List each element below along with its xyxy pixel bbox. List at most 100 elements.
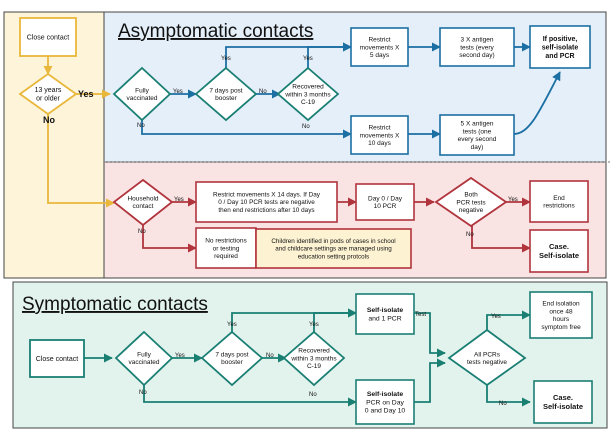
connectors-yellow	[43, 56, 115, 208]
label-line: movements X	[360, 132, 400, 139]
label-line: Case.	[553, 393, 573, 402]
close-contact-sym-label: Close contact	[36, 356, 78, 363]
edge-label-recovered-yes: Yes	[303, 56, 313, 62]
label-line: C-19	[307, 363, 321, 370]
no-restrictions-box	[195, 227, 257, 269]
label-line: Self-isolate	[367, 307, 403, 314]
label-line: booster	[215, 95, 238, 102]
edge-label-bothpcr-no: No	[466, 232, 474, 238]
label-line: every second	[458, 136, 497, 143]
case-isolate-bottom-label: Case.Self-isolate	[543, 393, 583, 411]
label-line: Restrict movements X 14 days. If Day	[213, 191, 321, 198]
close-contact-sym-box	[29, 339, 85, 378]
edge-label-household-yes: Yes	[174, 197, 184, 203]
case-isolate-top-label: Case.Self-isolate	[539, 242, 579, 260]
label-line: Children identified in pods of cases in …	[271, 238, 395, 245]
antigen-5-box	[439, 114, 515, 156]
if-positive-box	[529, 25, 591, 69]
close-contact-label: Close contact	[27, 34, 69, 41]
asymptomatic-title: Asymptomatic contacts	[118, 21, 313, 42]
symptomatic-title: Symptomatic contacts	[22, 294, 208, 315]
label-line: No restrictions	[205, 237, 247, 244]
children-pods-box	[255, 228, 412, 269]
children-pods-label: Children identified in pods of cases in …	[271, 238, 395, 260]
edge-label-sym-recovered-yes: Yes	[309, 322, 319, 328]
label-line: End	[553, 195, 565, 202]
connectors-teal	[84, 308, 531, 407]
restrict-10-box	[350, 115, 409, 155]
label-line: Close contact	[27, 34, 69, 41]
label-line: within 3 months	[290, 355, 337, 362]
recovered-sym-decision	[282, 330, 346, 387]
label-line: and childcare settings are managed using	[275, 246, 392, 253]
edge-label-test: Test	[415, 312, 426, 318]
edge-label-vacc-no: No	[137, 123, 145, 129]
label-line: hours	[553, 316, 570, 323]
label-line: Household	[127, 195, 158, 202]
label-line: and 1 PCR	[368, 316, 401, 323]
label-line: booster	[221, 359, 244, 366]
edge-label-bothpcr-yes: Yes	[508, 197, 518, 203]
label-line: education setting protcols	[298, 253, 369, 260]
label-line: tests negative	[467, 359, 507, 366]
label-line: C-19	[301, 99, 315, 106]
label-line: once 48	[549, 308, 573, 315]
label-line: second day)	[459, 52, 494, 59]
edge-label-booster-yes: Yes	[221, 56, 231, 62]
restrict-14-box	[195, 181, 338, 223]
case-isolate-bottom-box	[533, 380, 593, 424]
label-line: day)	[471, 144, 484, 151]
edge-label-sym-recovered-no: No	[309, 392, 317, 398]
label-line: Self-isolate	[543, 402, 583, 411]
edge-label-age-no: No	[43, 115, 55, 125]
edge-label-vacc-yes: Yes	[173, 89, 183, 95]
label-line: within 3 months	[284, 91, 331, 98]
restrict-5-box	[350, 27, 409, 67]
label-line: vaccinated	[128, 359, 159, 366]
label-line: Self-isolate	[539, 251, 579, 260]
label-line: 13 years	[35, 87, 62, 94]
label-line: movements X	[360, 44, 400, 51]
household-decision	[112, 178, 174, 227]
label-line: 5 X antigen	[461, 120, 494, 127]
close-contact-box	[19, 17, 77, 57]
label-line: Restrict	[368, 124, 390, 131]
edge-label-recovered-no: No	[302, 124, 310, 130]
fully-vaccinated-decision	[112, 66, 172, 122]
label-line: symptom free	[541, 324, 581, 331]
label-line: or testing	[213, 245, 240, 252]
label-line: Restrict	[368, 36, 390, 43]
age-decision-label: 13 years or older	[35, 87, 62, 103]
label-line: Day 0 / Day	[368, 195, 403, 202]
edge-label-allpcr-no: No	[499, 401, 507, 407]
label-line: 0 and Day 10	[365, 408, 406, 415]
label-line: 10 PCR	[374, 203, 397, 210]
label-line: Case.	[549, 242, 569, 251]
edge-label-household-no: No	[138, 229, 146, 235]
end-restrictions-box	[529, 180, 589, 223]
label-line: Fully	[135, 87, 149, 94]
label-line: or older	[36, 96, 60, 103]
edge-label-sym-vacc-no: No	[139, 390, 147, 396]
antigen-3-box	[439, 27, 515, 67]
label-line: 5 days	[370, 52, 390, 59]
label-line: Both	[464, 191, 478, 198]
label-line: self-isolate	[542, 44, 579, 51]
label-line: then end restrictions after 10 days	[218, 207, 314, 214]
day0-day10-box	[355, 183, 415, 221]
connectors-red	[142, 197, 531, 253]
label-line: negative	[459, 207, 484, 214]
label-line: vaccinated	[126, 95, 157, 102]
